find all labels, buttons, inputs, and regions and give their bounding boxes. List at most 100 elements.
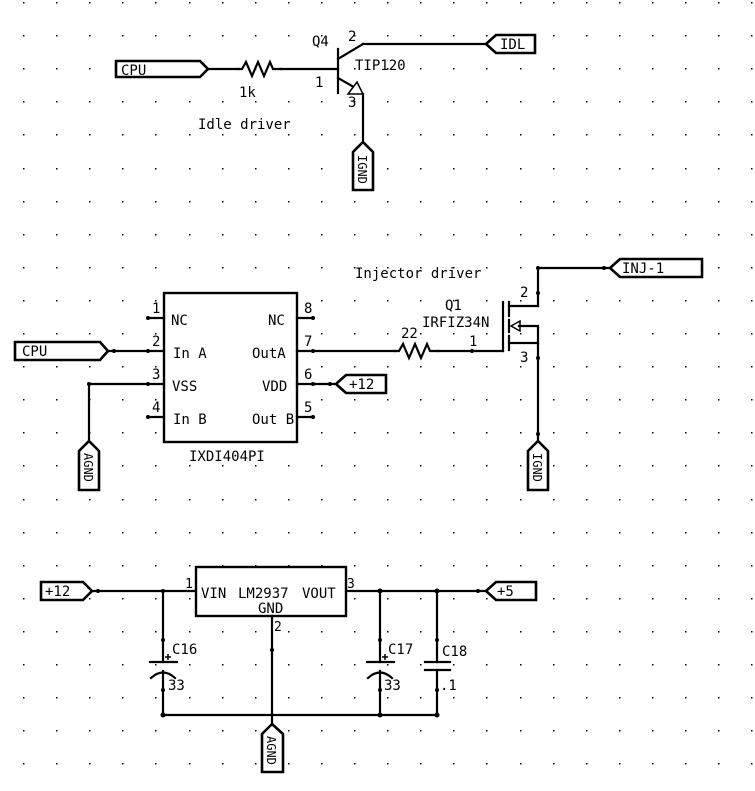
port-plus12-ic[interactable]: +12 (334, 373, 388, 395)
grid-dot (56, 35, 58, 37)
transistor-q4[interactable] (336, 42, 365, 95)
grid-dot (155, 532, 157, 534)
pin-number: 8 (304, 301, 312, 317)
grid-dot (56, 730, 58, 732)
grid-dot (387, 300, 389, 302)
grid-dot (619, 465, 621, 467)
grid-dot (486, 763, 488, 765)
grid-dot (89, 68, 91, 70)
grid-dot (23, 134, 25, 136)
grid-dot (553, 234, 555, 236)
grid-dot (354, 664, 356, 666)
grid-dot (387, 465, 389, 467)
grid-dot (354, 68, 356, 70)
grid-dot (685, 565, 687, 567)
grid-dot (122, 333, 124, 335)
grid-dot (486, 631, 488, 633)
ic-ixdi404pi[interactable] (162, 291, 299, 444)
grid-dot (453, 598, 455, 600)
grid-dot (255, 631, 257, 633)
grid-dot (23, 101, 25, 103)
port-cpu-injector[interactable]: CPU (13, 340, 110, 362)
port-inj1[interactable]: INJ-1 (608, 257, 704, 279)
port-idl[interactable]: IDL (484, 33, 537, 55)
grid-dot (189, 35, 191, 37)
port-agnd-reg[interactable]: AGND (260, 722, 285, 774)
grid-dot (288, 2, 290, 4)
grid-dot (685, 465, 687, 467)
grid-dot (122, 532, 124, 534)
grid-dot (685, 631, 687, 633)
resistor-22[interactable] (393, 341, 440, 361)
grid-dot (23, 532, 25, 534)
grid-dot (652, 399, 654, 401)
regulator-lm2937[interactable] (194, 565, 348, 618)
grid-dot (420, 399, 422, 401)
grid-dot (751, 631, 753, 633)
port-igND-idle[interactable]: IGND (351, 140, 375, 192)
grid-dot (685, 333, 687, 335)
grid-dot (255, 35, 257, 37)
wire (87, 382, 150, 442)
grid-dot (354, 35, 356, 37)
grid-dot (520, 697, 522, 699)
grid-dot (586, 68, 588, 70)
grid-dot (222, 267, 224, 269)
pin-number: 1 (185, 577, 193, 592)
grid-dot (420, 101, 422, 103)
cap-ref: C16 (172, 642, 197, 658)
mosfet-q1[interactable] (501, 300, 540, 353)
grid-dot (222, 532, 224, 534)
grid-dot (122, 499, 124, 501)
grid-dot (288, 35, 290, 37)
grid-dot (56, 366, 58, 368)
grid-dot (420, 2, 422, 4)
grid-dot (189, 168, 191, 170)
pin-number: 1 (469, 334, 477, 350)
grid-dot (486, 168, 488, 170)
grid-dot (155, 565, 157, 567)
port-plus12-reg[interactable]: +12 (39, 580, 94, 602)
capacitor-c18[interactable] (423, 660, 452, 672)
grid-dot (387, 201, 389, 203)
grid-dot (652, 432, 654, 434)
grid-dot (553, 730, 555, 732)
port-cpu-idle[interactable]: CPU (114, 59, 210, 79)
grid-dot (619, 763, 621, 765)
grid-dot (354, 532, 356, 534)
grid-dots (23, 2, 753, 765)
grid-dot (387, 565, 389, 567)
grid-dot (387, 532, 389, 534)
grid-dot (155, 697, 157, 699)
grid-dot (255, 565, 257, 567)
grid-dot (387, 101, 389, 103)
grid-dot (619, 300, 621, 302)
grid-dot (189, 697, 191, 699)
grid-dot (23, 2, 25, 4)
grid-dot (751, 763, 753, 765)
port-plus5[interactable]: +5 (484, 580, 538, 602)
grid-dot (321, 201, 323, 203)
grid-dot (486, 267, 488, 269)
regulator-section: +12 1 VIN LM2937 VOUT GND 3 2 C16 33 (39, 565, 538, 774)
grid-dot (486, 432, 488, 434)
grid-dot (56, 201, 58, 203)
pin-name: VSS (172, 379, 197, 395)
grid-dot (89, 234, 91, 236)
grid-dot (486, 333, 488, 335)
grid-dot (255, 697, 257, 699)
port-ignd-fet[interactable]: IGND (526, 439, 550, 492)
pin-name: Out B (252, 412, 294, 428)
resistor-1k[interactable] (236, 59, 283, 79)
grid-dot (321, 333, 323, 335)
grid-dot (486, 68, 488, 70)
grid-dot (89, 598, 91, 600)
grid-dot (718, 631, 720, 633)
grid-dot (189, 101, 191, 103)
grid-dot (619, 168, 621, 170)
grid-dot (122, 664, 124, 666)
port-agnd-ic[interactable]: AGND (77, 439, 101, 492)
port-label: AGND (264, 736, 278, 765)
grid-dot (718, 201, 720, 203)
